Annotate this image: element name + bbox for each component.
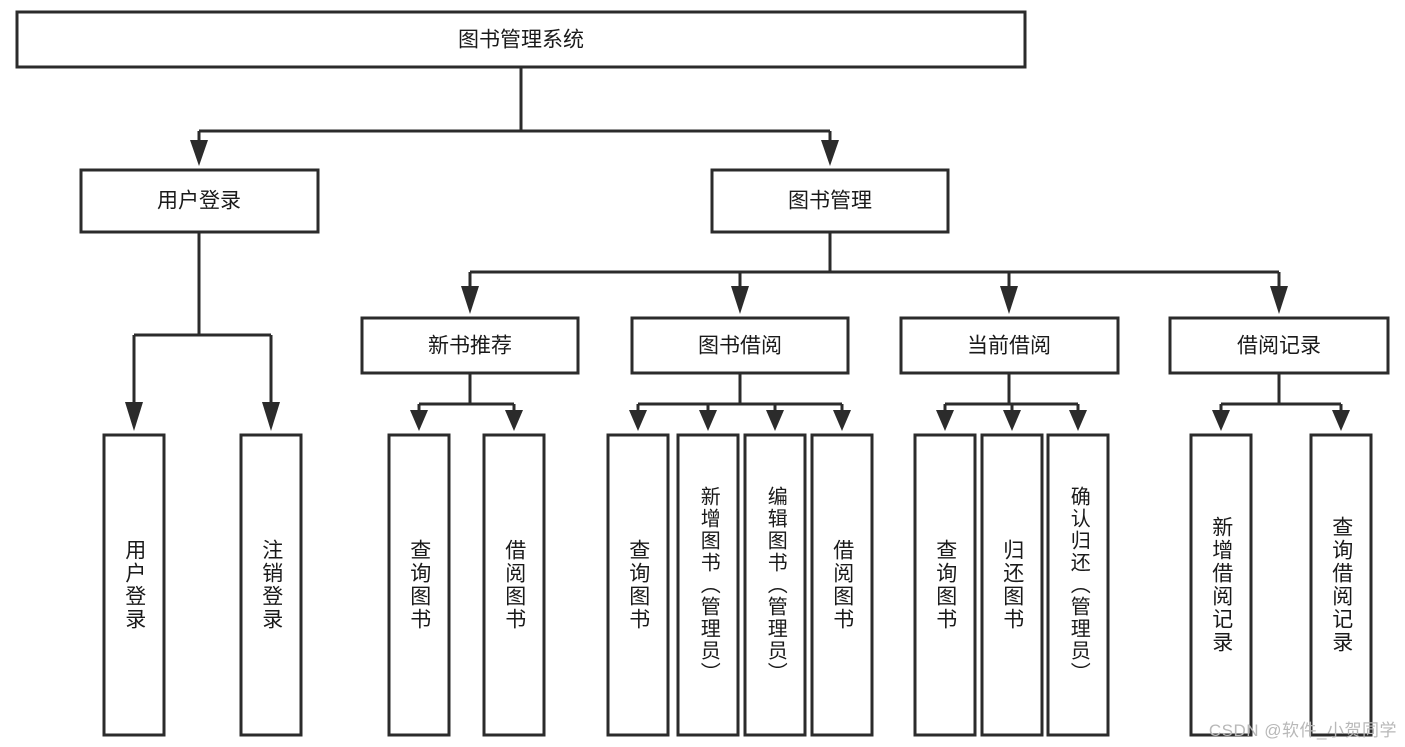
arrow-head-icon bbox=[1003, 410, 1021, 431]
arrow-head-icon bbox=[1332, 410, 1350, 431]
node-leaf-box[interactable] bbox=[239, 433, 303, 737]
edge-group-root-to-level2 bbox=[190, 67, 839, 166]
arrow-head-icon bbox=[190, 140, 208, 166]
node-borrow-record-box[interactable] bbox=[1168, 316, 1390, 375]
node-book-borrow-label: 图书借阅 bbox=[698, 335, 782, 358]
node-leaf-box[interactable] bbox=[482, 433, 546, 737]
node-user-login-box[interactable] bbox=[79, 168, 320, 234]
arrow-head-icon bbox=[1212, 410, 1230, 431]
arrow-head-icon bbox=[505, 410, 523, 431]
node-leaf-box[interactable] bbox=[980, 433, 1044, 737]
edge-group-book-mgmt-to-level3 bbox=[461, 232, 1288, 314]
edge-group-new-books-to-leaves bbox=[410, 373, 523, 431]
node-leaf-box[interactable] bbox=[102, 433, 166, 737]
node-leaf-box[interactable] bbox=[676, 433, 740, 737]
node-leaf-box[interactable] bbox=[810, 433, 874, 737]
csdn-watermark: CSDN @软件_小贺同学 bbox=[1208, 721, 1397, 740]
node-current-borrow-box[interactable] bbox=[899, 316, 1120, 375]
node-root[interactable]: 图书管理系统 bbox=[15, 10, 1027, 69]
arrow-head-icon bbox=[629, 410, 647, 431]
node-leaf-box[interactable] bbox=[1309, 433, 1373, 737]
node-current-borrow[interactable]: 当前借阅 bbox=[899, 316, 1120, 375]
arrow-head-icon bbox=[766, 410, 784, 431]
arrow-head-icon bbox=[936, 410, 954, 431]
arrow-head-icon bbox=[821, 140, 839, 166]
edge-group-user-login-to-leaves bbox=[125, 232, 280, 431]
arrow-head-icon bbox=[410, 410, 428, 431]
node-user-login-label: 用户登录 bbox=[157, 190, 241, 213]
node-leaf-box[interactable] bbox=[1046, 433, 1110, 737]
node-new-book-recommend-label: 新书推荐 bbox=[428, 335, 512, 358]
arrow-head-icon bbox=[1000, 286, 1018, 314]
node-new-book-recommend[interactable]: 新书推荐 bbox=[360, 316, 580, 375]
edge-group-book-borrow-to-leaves bbox=[629, 373, 851, 431]
arrow-head-icon bbox=[833, 410, 851, 431]
node-new-book-recommend-box[interactable] bbox=[360, 316, 580, 375]
node-user-login[interactable]: 用户登录 bbox=[79, 168, 320, 234]
node-current-borrow-label: 当前借阅 bbox=[967, 335, 1051, 358]
arrow-head-icon bbox=[699, 410, 717, 431]
node-leaf-box[interactable] bbox=[743, 433, 807, 737]
edge-group-current-borrow-to-leaves bbox=[936, 373, 1087, 431]
node-leaf-box[interactable] bbox=[387, 433, 451, 737]
node-borrow-record-label: 借阅记录 bbox=[1237, 335, 1321, 358]
arrow-head-icon bbox=[262, 402, 280, 431]
arrow-head-icon bbox=[1270, 286, 1288, 314]
node-leaf-box[interactable] bbox=[1189, 433, 1253, 737]
arrow-head-icon bbox=[1069, 410, 1087, 431]
node-book-management[interactable]: 图书管理 bbox=[710, 168, 950, 234]
node-book-management-box[interactable] bbox=[710, 168, 950, 234]
node-borrow-record[interactable]: 借阅记录 bbox=[1168, 316, 1390, 375]
edge-group-borrow-record-to-leaves bbox=[1212, 373, 1350, 431]
node-leaf-box[interactable] bbox=[913, 433, 977, 737]
node-leaf-box[interactable] bbox=[606, 433, 670, 737]
node-book-management-label: 图书管理 bbox=[788, 190, 872, 213]
node-root-box[interactable] bbox=[15, 10, 1027, 69]
node-book-borrow[interactable]: 图书借阅 bbox=[630, 316, 850, 375]
arrow-head-icon bbox=[461, 286, 479, 314]
node-book-borrow-box[interactable] bbox=[630, 316, 850, 375]
arrow-head-icon bbox=[125, 402, 143, 431]
node-root-label: 图书管理系统 bbox=[458, 29, 584, 52]
arrow-head-icon bbox=[731, 286, 749, 314]
